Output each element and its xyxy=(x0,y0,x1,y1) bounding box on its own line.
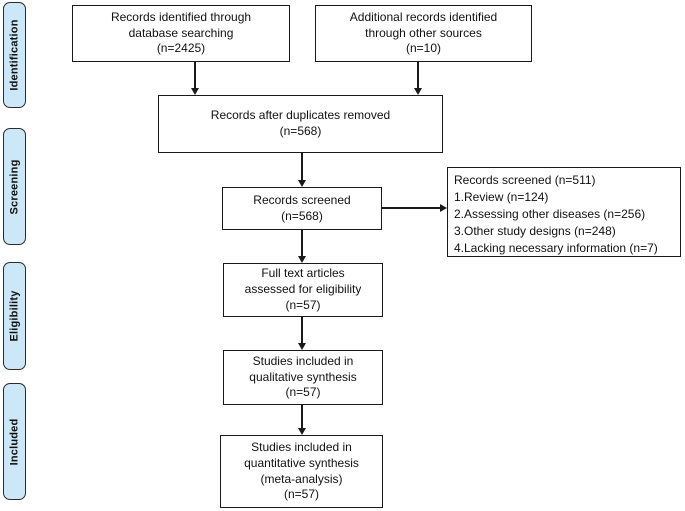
arrow-other-sources-to-duplicates xyxy=(417,62,419,88)
stage-eligibility-label: Eligibility xyxy=(8,290,21,342)
stage-screening-label: Screening xyxy=(8,159,21,214)
excluded-line-lacking-info: 4.Lacking necessary information (n=7) xyxy=(454,240,658,255)
stage-identification-label: Identification xyxy=(8,19,21,91)
arrow-screened-to-fulltext xyxy=(301,230,303,256)
stage-identification: Identification xyxy=(3,2,26,108)
stage-included: Included xyxy=(3,383,26,500)
box-qualitative-synthesis: Studies included in qualitative synthesi… xyxy=(223,350,383,405)
stage-included-label: Included xyxy=(8,418,21,465)
excluded-line-header: Records screened (n=511) xyxy=(454,173,596,187)
arrow-fulltext-to-qualitative xyxy=(301,317,303,343)
arrow-qualitative-to-quantitative xyxy=(301,405,303,428)
excluded-line-other-diseases: 2.Assessing other diseases (n=256) xyxy=(454,206,646,221)
arrow-duplicates-to-screened xyxy=(301,153,303,180)
box-additional-records-other-sources: Additional records identified through ot… xyxy=(315,5,532,62)
box-records-excluded-reasons: Records screened (n=511) 1.Review (n=124… xyxy=(447,167,681,257)
excluded-line-other-designs: 3.Other study designs (n=248) xyxy=(454,223,616,238)
box-records-screened: Records screened (n=568) xyxy=(222,187,382,230)
arrow-screened-to-excluded xyxy=(382,207,440,209)
box-quantitative-synthesis: Studies included in quantitative synthes… xyxy=(220,435,383,508)
box-records-after-duplicates-removed: Records after duplicates removed (n=568) xyxy=(158,95,443,153)
excluded-line-review: 1.Review (n=124) xyxy=(454,189,549,204)
box-records-identified-database: Records identified through database sear… xyxy=(72,5,290,62)
arrow-database-to-duplicates xyxy=(194,62,196,88)
stage-eligibility: Eligibility xyxy=(3,262,26,370)
box-full-text-assessed: Full text articles assessed for eligibil… xyxy=(223,263,383,317)
stage-screening: Screening xyxy=(3,128,26,245)
